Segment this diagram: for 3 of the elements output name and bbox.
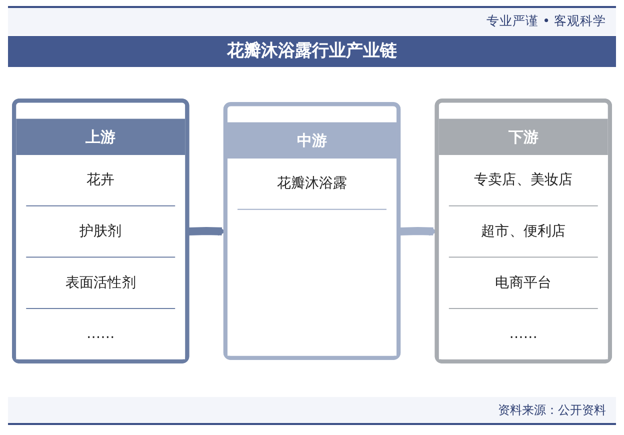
slogan: 专业严谨 • 客观科学 bbox=[486, 13, 606, 30]
source-note: 资料来源：公开资料 bbox=[498, 402, 606, 419]
title-banner: 花瓣沐浴露行业产业链 bbox=[8, 36, 616, 67]
